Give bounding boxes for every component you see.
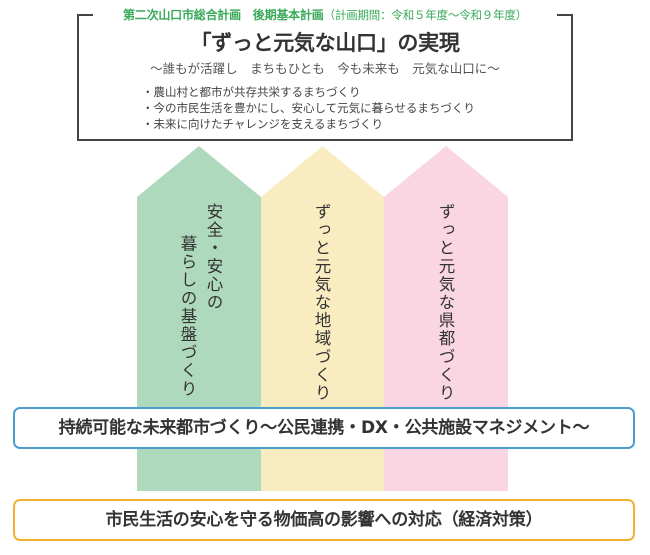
vision-title: 「ずっと元気な山口」の実現 (190, 31, 460, 55)
pillar-safety-label-line2: 暮らしの基盤づくり (178, 235, 197, 398)
vision-point: 農山村と都市が共存共栄するまちづくり (142, 84, 475, 100)
pillar-arrow-shape (137, 146, 261, 491)
vision-points-list: 農山村と都市が共存共栄するまちづくり 今の市民生活を豊かにし、安心して元気に暮ら… (142, 84, 475, 132)
band-economic-measures: 市民生活の安心を守る物価高の影響への対応（経済対策） (13, 499, 635, 541)
plan-period: （計画期間：令和５年度～令和９年度） (323, 8, 528, 22)
pillar-region-label: ずっと元気な地域づくり (312, 203, 331, 403)
band-sustainable-city: 持続可能な未来都市づくり～公民連携・DX・公共施設マネジメント～ (13, 407, 635, 449)
plan-vision-box (77, 14, 573, 141)
box-top-border-left (77, 14, 93, 16)
pillar-capital-label: ずっと元気な県都づくり (436, 203, 455, 403)
plan-name: 第二次山口市総合計画 後期基本計画 (122, 8, 324, 22)
pillar-safety: 安全・安心の 暮らしの基盤づくり (137, 146, 261, 491)
pillar-safety-label-line1: 安全・安心の (204, 203, 223, 312)
vision-subtitle: ～誰もが活躍し まちもひとも 今も未来も 元気な山口に～ (150, 61, 500, 76)
vision-point: 今の市民生活を豊かにし、安心して元気に暮らせるまちづくり (142, 100, 475, 116)
plan-header: 第二次山口市総合計画 後期基本計画（計画期間：令和５年度～令和９年度） (96, 6, 554, 24)
vision-point: 未来に向けたチャレンジを支えるまちづくり (142, 116, 475, 132)
pillar-region: ずっと元気な地域づくり (261, 146, 384, 491)
box-top-border-right (557, 14, 571, 16)
pillar-arrow-shape (384, 146, 508, 491)
pillar-arrow-shape (261, 146, 384, 491)
pillar-capital: ずっと元気な県都づくり (384, 146, 508, 491)
